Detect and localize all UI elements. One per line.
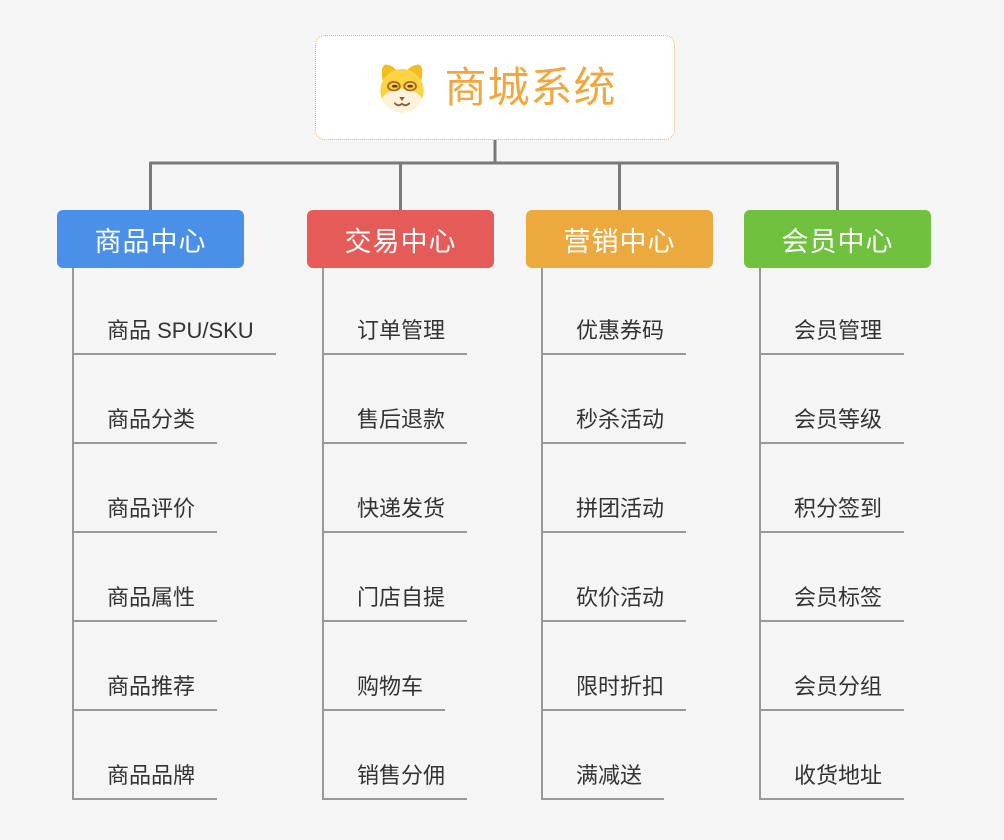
leaf-node-4-5[interactable]: 会员分组	[760, 671, 905, 711]
leaf-node-2-2[interactable]: 售后退款	[323, 404, 468, 444]
leaf-node-3-6[interactable]: 满减送	[542, 760, 665, 800]
leaf-node-4-6[interactable]: 收货地址	[760, 760, 905, 800]
leaf-node-3-1[interactable]: 优惠券码	[542, 315, 687, 355]
root-node[interactable]: 商城系统	[315, 35, 675, 140]
leaf-node-2-5[interactable]: 购物车	[323, 671, 446, 711]
branch-node-1[interactable]: 商品中心	[57, 210, 244, 268]
leaf-node-2-6[interactable]: 销售分佣	[323, 760, 468, 800]
root-title: 商城系统	[444, 63, 617, 111]
leaf-node-2-1[interactable]: 订单管理	[323, 315, 468, 355]
leaf-node-3-3[interactable]: 拼团活动	[542, 493, 687, 533]
leaf-node-1-6[interactable]: 商品品牌	[73, 760, 218, 800]
branch-node-3[interactable]: 营销中心	[526, 210, 713, 268]
leaf-node-1-5[interactable]: 商品推荐	[73, 671, 218, 711]
leaf-node-3-4[interactable]: 砍价活动	[542, 582, 687, 622]
leaf-node-1-3[interactable]: 商品评价	[73, 493, 218, 533]
branch-node-4[interactable]: 会员中心	[744, 210, 931, 268]
leaf-node-2-3[interactable]: 快递发货	[323, 493, 468, 533]
branch-node-2[interactable]: 交易中心	[307, 210, 494, 268]
leaf-node-1-1[interactable]: 商品 SPU/SKU	[73, 315, 276, 355]
leaf-node-4-4[interactable]: 会员标签	[760, 582, 905, 622]
dog-face-icon	[373, 60, 431, 116]
leaf-node-4-3[interactable]: 积分签到	[760, 493, 905, 533]
leaf-node-3-2[interactable]: 秒杀活动	[542, 404, 687, 444]
leaf-node-1-4[interactable]: 商品属性	[73, 582, 218, 622]
leaf-node-1-2[interactable]: 商品分类	[73, 404, 218, 444]
leaf-node-4-2[interactable]: 会员等级	[760, 404, 905, 444]
leaf-node-4-1[interactable]: 会员管理	[760, 315, 905, 355]
leaf-node-2-4[interactable]: 门店自提	[323, 582, 468, 622]
leaf-node-3-5[interactable]: 限时折扣	[542, 671, 687, 711]
